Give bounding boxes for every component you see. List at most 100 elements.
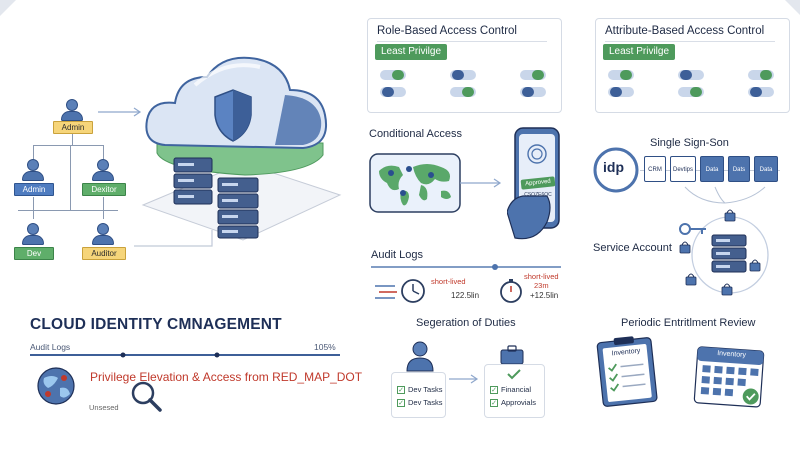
access-toggle[interactable] (608, 87, 634, 97)
audit-logs-rule (371, 266, 561, 268)
org-node-top-label: Admin (53, 121, 93, 134)
access-toggle[interactable] (450, 87, 476, 97)
list-item-label: Financial (501, 385, 532, 394)
audit-item2-value: +12.5lin (530, 291, 559, 300)
toggle-knob (392, 70, 404, 80)
checkmark-icon (507, 369, 521, 380)
connector-line-icon (134, 230, 213, 247)
person-icon (61, 111, 83, 121)
sso-links-icon (684, 186, 766, 204)
list-item-label: Dev Tasks (408, 398, 443, 407)
sso-app-box: CRM (644, 156, 666, 182)
org-line (103, 145, 104, 159)
sso-app-label: Data (705, 167, 719, 173)
org-node-mid-right-label: Dexitor (82, 183, 126, 196)
org-line (72, 133, 73, 145)
phone-code: CSOZE6OC (524, 192, 552, 198)
idp-label: idp (603, 159, 624, 175)
toggle-knob (620, 70, 632, 80)
access-toggle[interactable] (748, 70, 774, 80)
list-item: ✓Dev Tasks (397, 398, 443, 408)
audit-logs-rule-dot (492, 264, 498, 270)
audit-item2-label: short-lived (524, 272, 559, 281)
toggle-knob (522, 87, 534, 97)
org-line (33, 145, 103, 146)
access-toggle[interactable] (678, 70, 704, 80)
access-toggle[interactable] (380, 87, 406, 97)
arrow-right-icon (460, 178, 502, 188)
abac-title: Attribute-Based Access Control (605, 25, 765, 37)
toggle-knob (532, 70, 544, 80)
org-line (18, 210, 118, 211)
list-item: ✓Dev Tasks (397, 385, 443, 395)
toggle-knob (382, 87, 394, 97)
person-icon (97, 223, 109, 235)
review-title: Periodic Entritlment Review (621, 317, 756, 329)
audit-item2-sub: 23m (534, 281, 549, 290)
calendar-illustration: Inventory (692, 343, 768, 412)
clipboard-illustration: Inventory (595, 333, 660, 409)
audit-item1-label: short-lived (431, 277, 466, 286)
person-icon (22, 171, 44, 181)
arrow-right-icon (449, 374, 479, 384)
checkbox-icon: ✓ (490, 399, 498, 408)
access-toggle[interactable] (748, 87, 774, 97)
service-account-title: Service Account (593, 242, 672, 254)
access-toggle[interactable] (450, 70, 476, 80)
org-line (70, 145, 71, 210)
arrow-right-icon (98, 107, 142, 117)
service-account-illustration (679, 209, 769, 296)
rbac-card: Role-Based Access Control Least Privilge (367, 18, 562, 113)
stopwatch-icon (500, 279, 522, 303)
toggle-knob (462, 87, 474, 97)
sso-app-label: Data (759, 167, 773, 173)
person-icon (92, 171, 114, 181)
list-item: ✓Approvials (490, 398, 537, 408)
access-toggle[interactable] (380, 70, 406, 80)
page-title: CLOUD IDENTITY CMNAGEMENT (30, 316, 282, 333)
toggle-knob (690, 87, 702, 97)
progress-track (30, 354, 340, 356)
phone-illustration: Approved CSOZE6OC (507, 126, 563, 244)
list-item-label: Approvials (501, 398, 537, 407)
finance-card: ✓Financial ✓Approvials (484, 364, 545, 418)
progress-dot (214, 352, 220, 358)
toggle-knob (610, 87, 622, 97)
segregation-title: Segeration of Duties (416, 317, 516, 329)
access-toggle[interactable] (520, 70, 546, 80)
divider (377, 41, 547, 42)
org-node-mid-left-label: Admin (14, 183, 54, 196)
org-line (103, 197, 104, 219)
progress-value: 105% (314, 342, 336, 352)
corner-fold-icon (0, 0, 16, 16)
sso-title: Single Sign-Son (650, 137, 729, 149)
person-icon (406, 341, 434, 372)
person-icon (22, 235, 44, 245)
divider (605, 41, 775, 42)
person-icon (27, 223, 39, 235)
sso-app-box: Data (700, 156, 724, 182)
timer-clock-icon (375, 279, 425, 303)
sso-app-box: Data (754, 156, 778, 182)
sso-app-box: Devtips (670, 156, 696, 182)
list-item-label: Dev Tasks (408, 385, 443, 394)
globe-icon (37, 367, 75, 405)
abac-card: Attribute-Based Access Control Least Pri… (595, 18, 790, 113)
rbac-title: Role-Based Access Control (377, 25, 517, 37)
dev-tasks-card: ✓Dev Tasks ✓Dev Tasks (391, 372, 446, 418)
calendar-icon (693, 346, 765, 408)
world-map-icon (369, 153, 461, 213)
progress-fill (30, 354, 340, 356)
sso-app-label: CRM (648, 167, 662, 173)
toggle-knob (680, 70, 692, 80)
access-toggle[interactable] (608, 70, 634, 80)
org-node-bottom-right-label: Auditor (82, 247, 126, 260)
access-toggle[interactable] (678, 87, 704, 97)
briefcase-icon (500, 345, 524, 365)
progress-label: Audit Logs (30, 342, 71, 352)
audit-item1-value: 122.5lin (451, 291, 480, 300)
sso-app-box: Dats (728, 156, 750, 182)
access-toggle[interactable] (520, 87, 546, 97)
person-icon (92, 235, 114, 245)
magnifier-icon (131, 381, 162, 412)
